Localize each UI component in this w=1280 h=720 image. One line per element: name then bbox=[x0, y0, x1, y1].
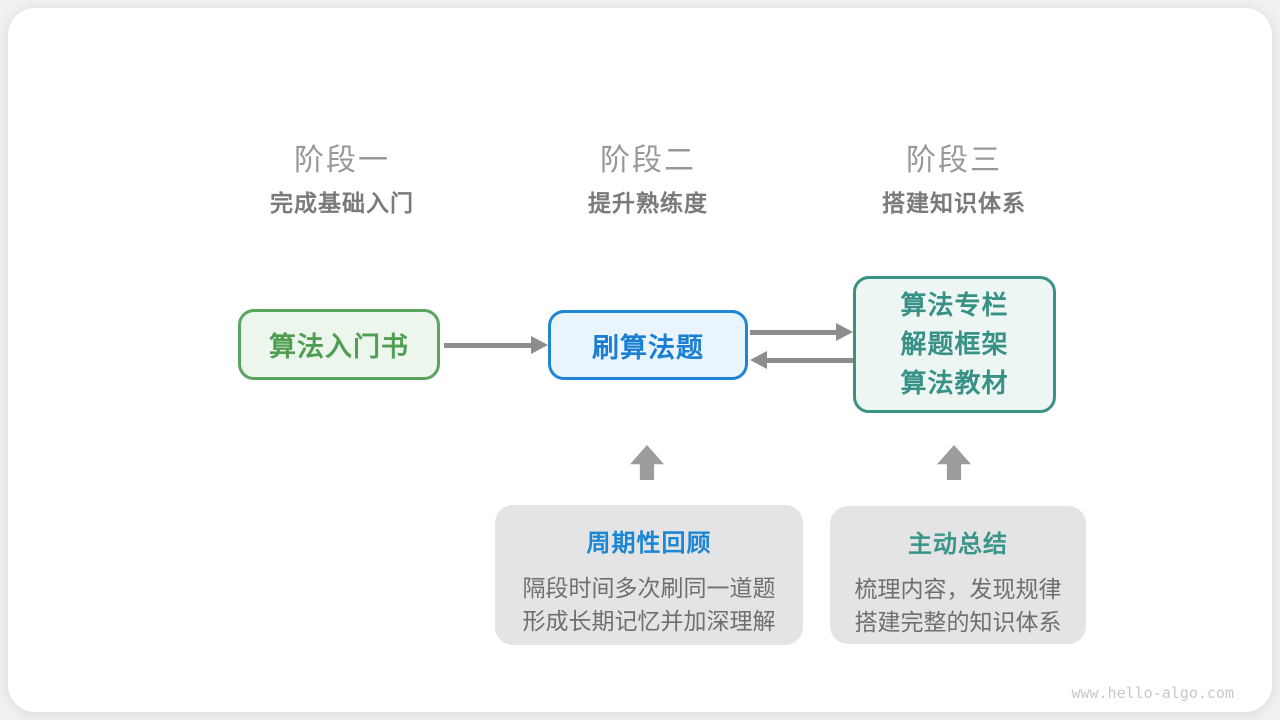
arrow-head bbox=[750, 351, 767, 369]
diagram-card: 阶段一 完成基础入门 阶段二 提升熟练度 阶段三 搭建知识体系 算法入门书 刷算… bbox=[8, 8, 1272, 712]
arrow-shaft bbox=[763, 357, 853, 363]
arrow-head bbox=[531, 336, 548, 354]
panel-active-summary-body: 梳理内容，发现规律 搭建完整的知识体系 bbox=[855, 573, 1062, 639]
panel-periodic-review-body: 隔段时间多次刷同一道题 形成长期记忆并加深理解 bbox=[523, 572, 776, 638]
panel-active-summary-title: 主动总结 bbox=[908, 531, 1008, 558]
resource-line: 算法教材 bbox=[900, 368, 1009, 398]
node-advanced-resources: 算法专栏 解题框架 算法教材 bbox=[853, 276, 1056, 413]
node-practice-problems-label: 刷算法题 bbox=[592, 332, 704, 363]
panel-body-line: 搭建完整的知识体系 bbox=[854, 609, 1062, 635]
node-intro-book: 算法入门书 bbox=[238, 309, 440, 380]
arrow-shaft bbox=[750, 329, 840, 335]
panel-body-line: 形成长期记忆并加深理解 bbox=[522, 608, 776, 634]
arrow-head bbox=[836, 323, 853, 341]
arrow-up-icon bbox=[937, 445, 971, 480]
panel-active-summary: 主动总结 梳理内容，发现规律 搭建完整的知识体系 bbox=[830, 506, 1086, 644]
panel-body-line: 梳理内容，发现规律 bbox=[854, 576, 1062, 602]
resource-line: 算法专栏 bbox=[900, 290, 1009, 320]
arrow-shaft bbox=[444, 342, 535, 348]
panel-body-line: 隔段时间多次刷同一道题 bbox=[522, 575, 776, 601]
watermark: www.hello-algo.com bbox=[1071, 684, 1234, 702]
panel-periodic-review: 周期性回顾 隔段时间多次刷同一道题 形成长期记忆并加深理解 bbox=[495, 505, 803, 645]
node-practice-problems: 刷算法题 bbox=[548, 310, 748, 380]
stage-2-subtitle: 提升熟练度 bbox=[588, 190, 708, 216]
node-intro-book-label: 算法入门书 bbox=[269, 332, 409, 362]
stage-1-subtitle: 完成基础入门 bbox=[270, 190, 414, 216]
stage-3-subtitle: 搭建知识体系 bbox=[882, 190, 1026, 216]
stage-2-label: 阶段二 bbox=[600, 144, 696, 177]
stage-1-label: 阶段一 bbox=[294, 144, 390, 177]
resource-line: 解题框架 bbox=[900, 329, 1009, 359]
panel-periodic-review-title: 周期性回顾 bbox=[586, 530, 712, 557]
arrow-up-icon bbox=[630, 445, 664, 480]
stage-3-label: 阶段三 bbox=[906, 144, 1002, 177]
